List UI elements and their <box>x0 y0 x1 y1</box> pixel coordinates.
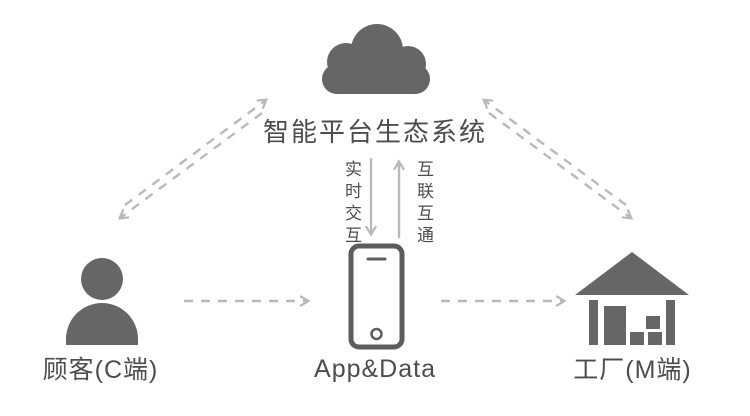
smartphone-icon <box>348 243 405 350</box>
person-icon <box>66 258 138 345</box>
cloud-icon <box>322 24 430 94</box>
factory-label: 工厂(M端) <box>573 356 692 384</box>
interconnection-label: 互联互通 <box>414 160 433 248</box>
platform-label: 智能平台生态系统 <box>262 117 487 147</box>
platform-app-arrows <box>365 158 405 238</box>
factory-platform-arrows <box>481 98 634 220</box>
customer-label: 顾客(C端) <box>42 356 159 384</box>
realtime-interaction-label: 实时交互 <box>342 160 361 248</box>
factory-icon <box>575 252 689 345</box>
app-data-label: App&Data <box>314 355 436 383</box>
customer-platform-arrows <box>117 98 269 220</box>
